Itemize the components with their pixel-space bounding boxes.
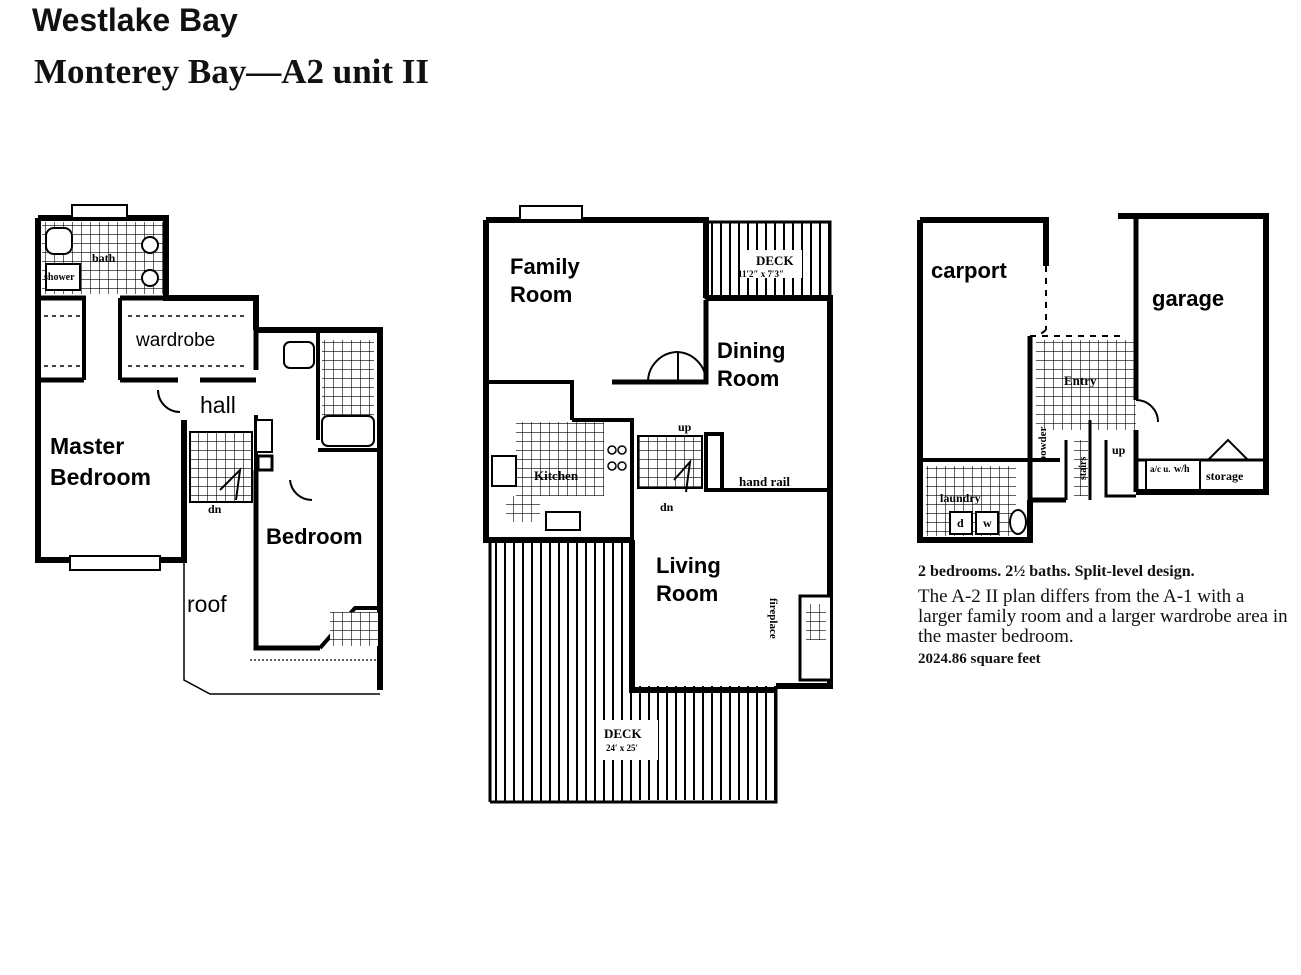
lower-floor-plan	[917, 213, 1269, 543]
powder-label: powder	[1037, 426, 1049, 462]
main-stairs-up-label: up	[678, 420, 692, 434]
living-room-label-1: Living	[656, 553, 721, 578]
ac-unit-label: a/c u.	[1150, 464, 1171, 474]
dryer-label: d	[957, 516, 964, 530]
page-title: Westlake Bay	[32, 2, 238, 38]
family-room-label-2: Room	[510, 282, 572, 307]
wardrobe-label: wardrobe	[135, 330, 215, 351]
bedroom-label: Bedroom	[266, 524, 363, 549]
dining-room-label-1: Dining	[717, 338, 785, 363]
plan-body: The A-2 II plan differs from the A-1 wit…	[918, 586, 1288, 647]
plan-subtitle: Monterey Bay—A2 unit II	[34, 52, 430, 91]
large-deck	[490, 540, 632, 802]
family-room-label-1: Family	[510, 254, 580, 279]
storage-label: storage	[1206, 469, 1244, 483]
fireplace-label: fireplace	[767, 598, 779, 639]
kitchen-tile	[516, 422, 604, 496]
upper-floor-plan	[35, 204, 383, 695]
master-bedroom-label-2: Bedroom	[50, 464, 151, 490]
large-deck-size: 24′ x 25′	[606, 743, 638, 753]
large-deck-label: DECK	[604, 726, 642, 741]
entry-label: Entry	[1064, 373, 1097, 388]
hall-label: hall	[200, 392, 236, 418]
stairs-label: stairs	[1078, 457, 1089, 480]
living-room-label-2: Room	[656, 581, 718, 606]
upper-stairs-down-label: dn	[208, 502, 222, 516]
bath-label: bath	[92, 251, 116, 265]
main-floor-plan	[483, 205, 833, 804]
plan-summary: 2 bedrooms. 2½ baths. Split-level design…	[918, 563, 1195, 580]
dining-room-label-2: Room	[717, 366, 779, 391]
shower-label: shower	[44, 272, 75, 283]
main-stairs-down-label: dn	[660, 500, 674, 514]
lower-stairs-up-label: up	[1112, 443, 1126, 457]
roof-label: roof	[187, 591, 227, 617]
master-bedroom-label-1: Master	[50, 433, 124, 459]
plan-area: 2024.86 square feet	[918, 651, 1041, 667]
plan-description: 2 bedrooms. 2½ baths. Split-level design…	[918, 563, 1288, 668]
small-deck-label: DECK	[756, 253, 794, 268]
water-heater-label: w/h	[1174, 464, 1190, 475]
laundry-label: laundry	[940, 491, 981, 505]
kitchen-label: Kitchen	[534, 468, 579, 483]
small-deck-size: 11′2″ x 7′3″	[738, 269, 784, 279]
hand-rail-label: hand rail	[739, 474, 790, 489]
washer-label: w	[983, 516, 992, 530]
garage-label: garage	[1152, 286, 1224, 311]
carport-label: carport	[931, 258, 1007, 283]
